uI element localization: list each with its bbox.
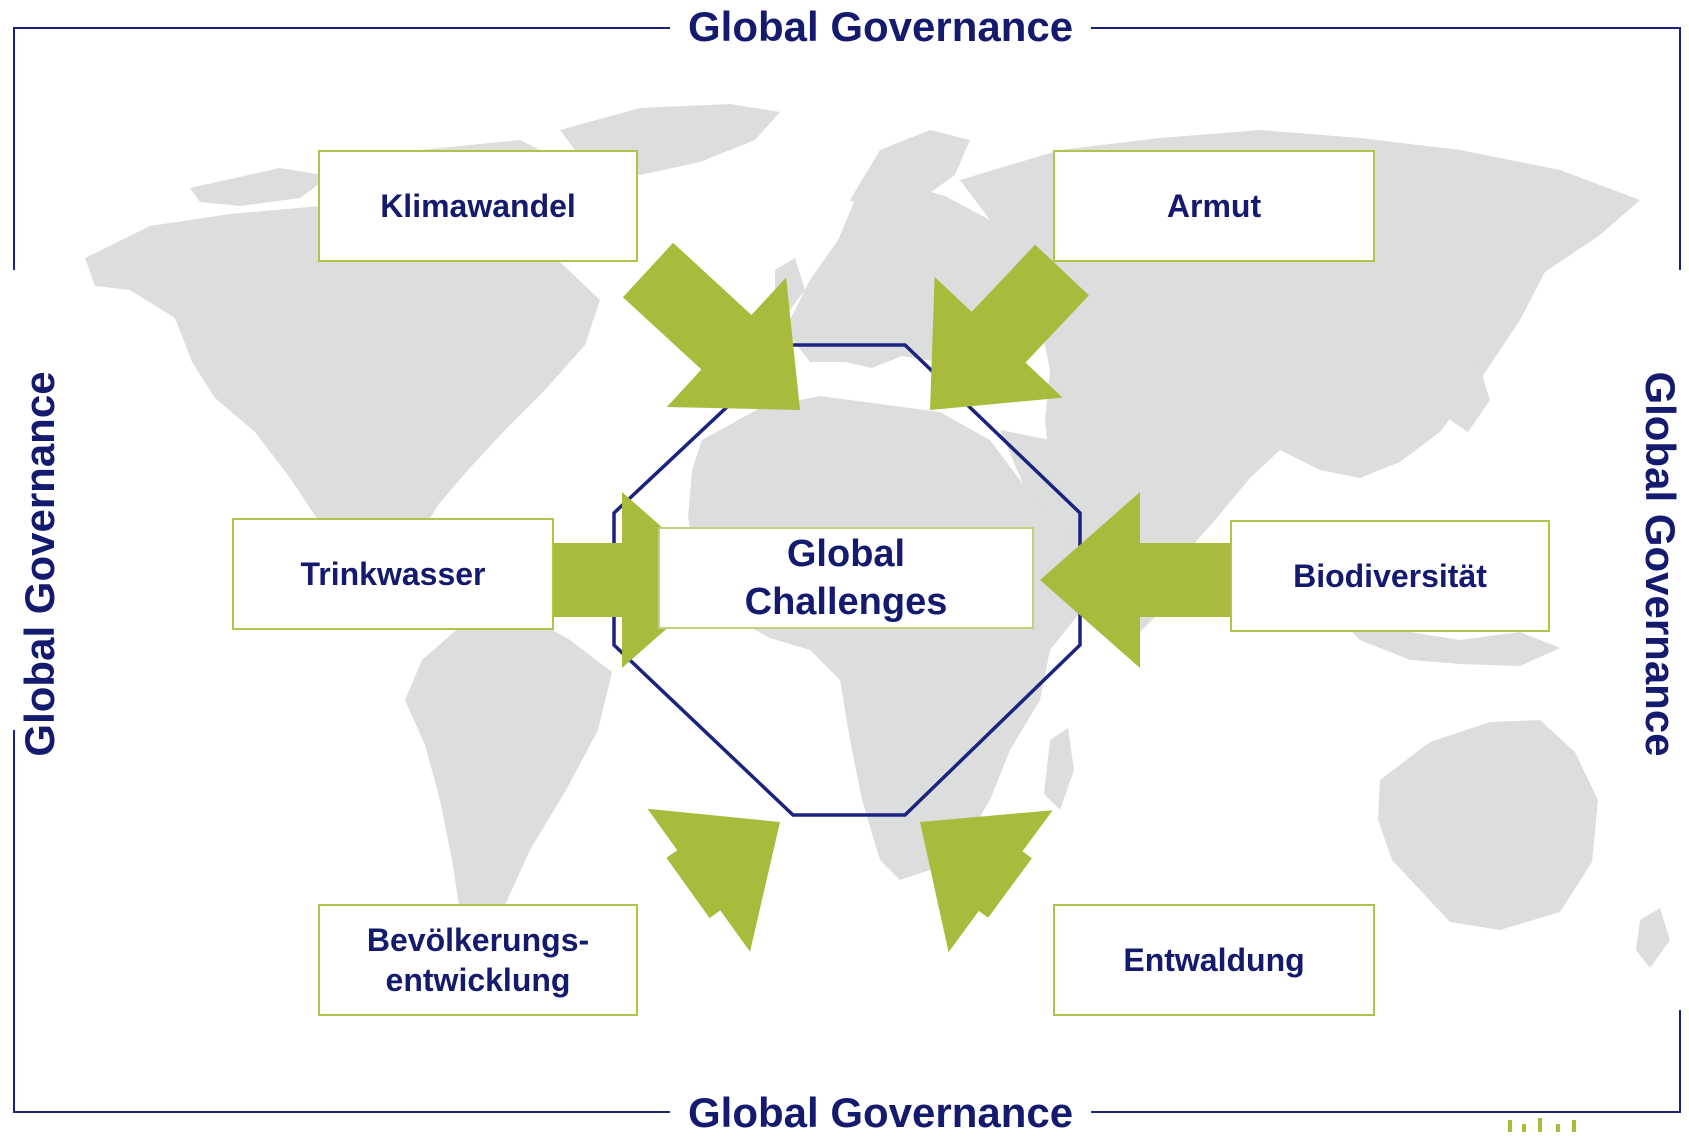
map-madagascar — [1044, 728, 1074, 810]
global-governance-right-label: Global Governance — [1637, 357, 1684, 771]
map-australia — [1378, 720, 1598, 930]
global-governance-left-label: Global Governance — [16, 357, 63, 771]
challenge-label-line1: Bevölkerungs- — [366, 922, 590, 958]
center-global-challenges-box: Global Challenges — [658, 527, 1034, 629]
map-japan — [1450, 362, 1490, 432]
challenge-label: Armut — [1166, 188, 1262, 224]
map-north-america — [85, 206, 600, 578]
challenge-label: Entwaldung — [1123, 942, 1305, 978]
challenge-box-klimawandel: Klimawandel — [318, 150, 638, 262]
map-new-zealand — [1636, 908, 1670, 968]
arrow-from-entwaldung — [920, 810, 1053, 953]
challenge-label: Klimawandel — [380, 188, 576, 224]
center-title-line1: Global — [786, 533, 906, 575]
map-arctic-islands — [190, 168, 330, 206]
challenge-box-trinkwasser: Trinkwasser — [232, 518, 554, 630]
challenge-box-entwaldung: Entwaldung — [1053, 904, 1375, 1016]
center-title-line2: Challenges — [744, 581, 948, 623]
arrow-from-armut — [930, 244, 1089, 410]
challenge-box-bevoelkerungsentwicklung: Bevölkerungs- entwicklung — [318, 904, 638, 1016]
challenge-box-armut: Armut — [1053, 150, 1375, 262]
global-governance-bottom-label: Global Governance — [670, 1092, 1092, 1134]
challenge-label-line2: entwicklung — [385, 962, 571, 998]
footer-logo-mark — [1508, 1118, 1576, 1132]
arrow-from-klimawandel — [622, 242, 800, 410]
arrow-from-bevoelkerung — [647, 808, 780, 952]
global-governance-top-label: Global Governance — [670, 6, 1092, 48]
map-africa — [688, 396, 1110, 880]
map-scandinavia — [850, 130, 970, 215]
challenge-label: Trinkwasser — [300, 556, 486, 592]
challenge-label: Biodiversität — [1293, 558, 1487, 594]
arrow-from-biodiversitaet — [1040, 492, 1258, 668]
map-south-america — [405, 612, 612, 968]
challenge-box-biodiversitaet: Biodiversität — [1230, 520, 1550, 632]
